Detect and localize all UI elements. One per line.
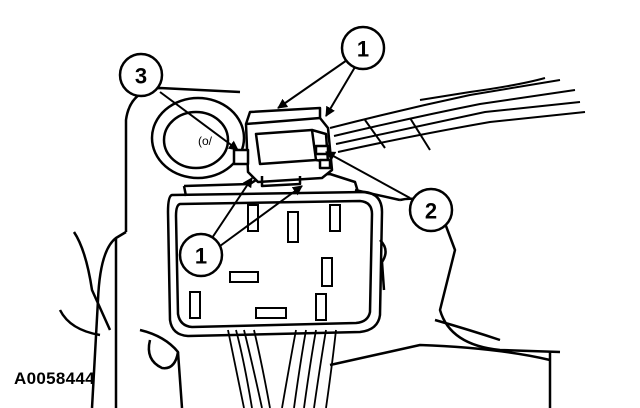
callout-2-label: 2	[425, 199, 437, 224]
callout-1-bottom: 1	[178, 232, 224, 278]
callout-2: 2	[408, 187, 454, 233]
relay-block	[166, 172, 387, 338]
connector-plug	[232, 106, 334, 188]
callout-1-bottom-label: 1	[195, 244, 207, 269]
svg-text:(o/: (o/	[198, 134, 213, 148]
leader-1a	[277, 57, 351, 109]
callout-3: 3	[118, 52, 164, 98]
background-panel	[58, 86, 561, 408]
leader-lines	[159, 57, 411, 247]
leader-1c	[211, 177, 253, 239]
leader-3	[159, 91, 239, 151]
terminal-slots	[189, 204, 341, 321]
bottom-wires	[227, 329, 337, 408]
figure-id-label: A0058444	[14, 369, 95, 388]
callout-3-label: 3	[135, 64, 147, 89]
mount-boss: (o/	[150, 96, 246, 180]
callout-1-top-label: 1	[357, 37, 369, 62]
leader-2	[325, 151, 411, 199]
callout-1-top: 1	[340, 25, 386, 71]
wire-harness-top	[329, 77, 586, 153]
leader-1b	[325, 61, 359, 117]
leader-1d	[219, 185, 303, 247]
